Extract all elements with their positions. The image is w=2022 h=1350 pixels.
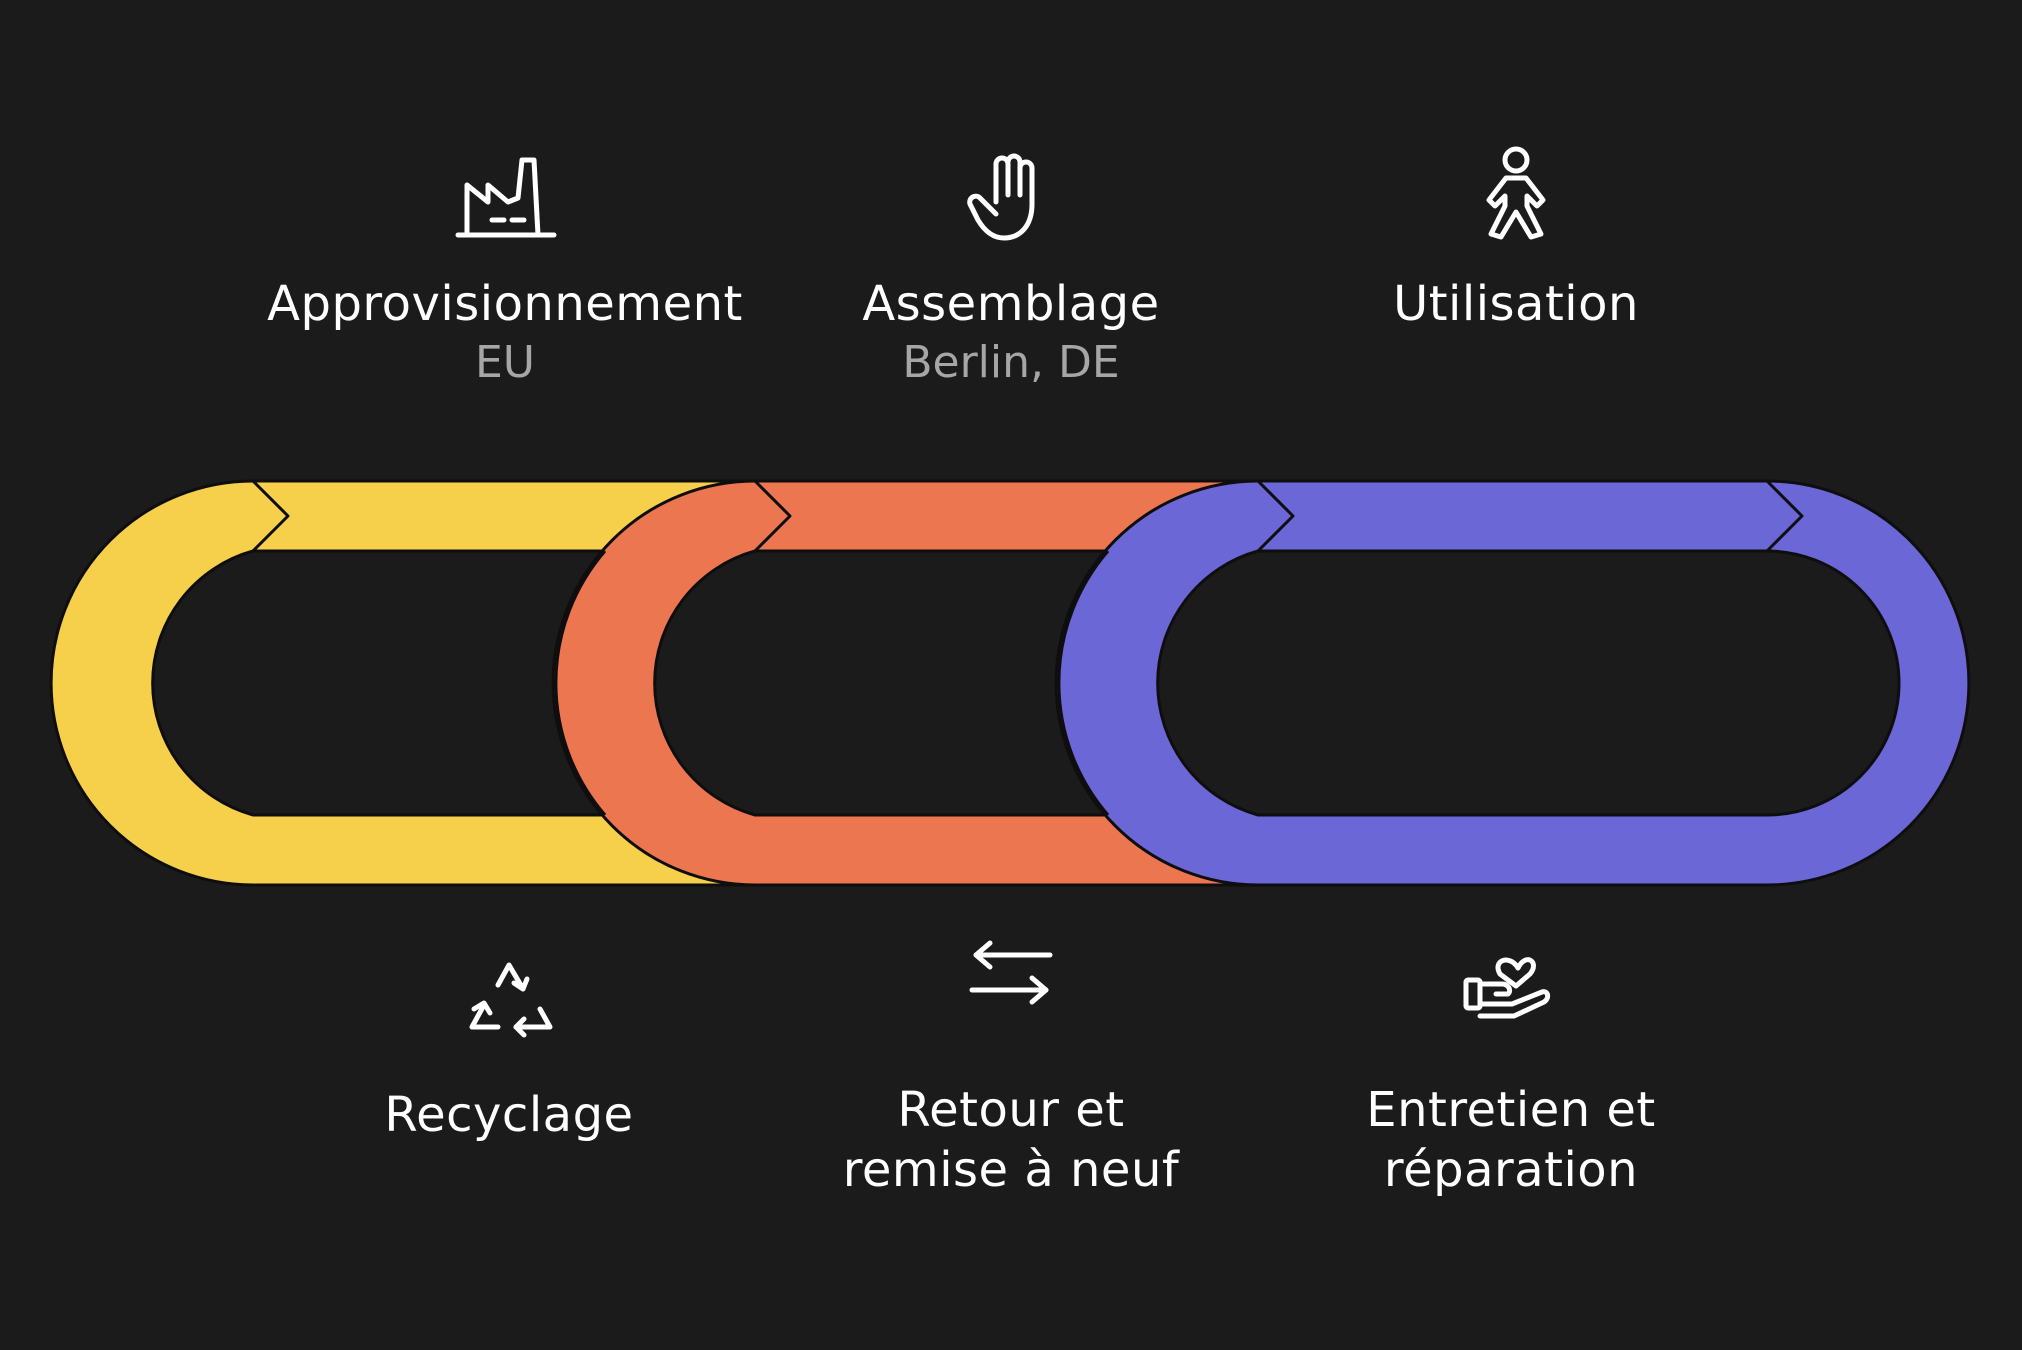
hand-icon (956, 140, 1066, 250)
stage-label: Entretien et réparation (1366, 1082, 1656, 1198)
stage-label: Utilisation (1393, 276, 1639, 332)
chevron-seam-orange (753, 479, 792, 553)
stage-repair: Entretien et réparation (1251, 940, 1771, 1200)
chevron-seam-purple (1256, 479, 1295, 553)
stage-location: EU (474, 337, 535, 388)
stage-refurbish: Retour et remise à neuf (751, 940, 1271, 1200)
hand-heart-icon (1456, 940, 1566, 1050)
stage-label: Assemblage (862, 276, 1160, 332)
stage-label: Retour et remise à neuf (842, 1082, 1180, 1198)
chevron-seam-yellow (251, 479, 290, 553)
stage-use: Utilisation (1256, 140, 1776, 334)
factory-icon (450, 140, 560, 250)
stage-assembly: Assemblage Berlin, DE (751, 140, 1271, 392)
person-icon (1461, 140, 1571, 250)
loop-purple-inner-edge (1057, 550, 1110, 816)
stage-label: Approvisionnement (267, 276, 743, 332)
loop-orange-inner-edge (554, 550, 607, 816)
stage-location: Berlin, DE (902, 337, 1120, 388)
stage-label: Recyclage (384, 1087, 634, 1143)
swap-arrows-icon (956, 940, 1066, 1050)
recycle-icon (454, 945, 564, 1055)
stage-sourcing: Approvisionnement EU (245, 140, 765, 392)
loop-purple (1054, 479, 1971, 887)
stage-recycling: Recyclage (249, 945, 769, 1145)
